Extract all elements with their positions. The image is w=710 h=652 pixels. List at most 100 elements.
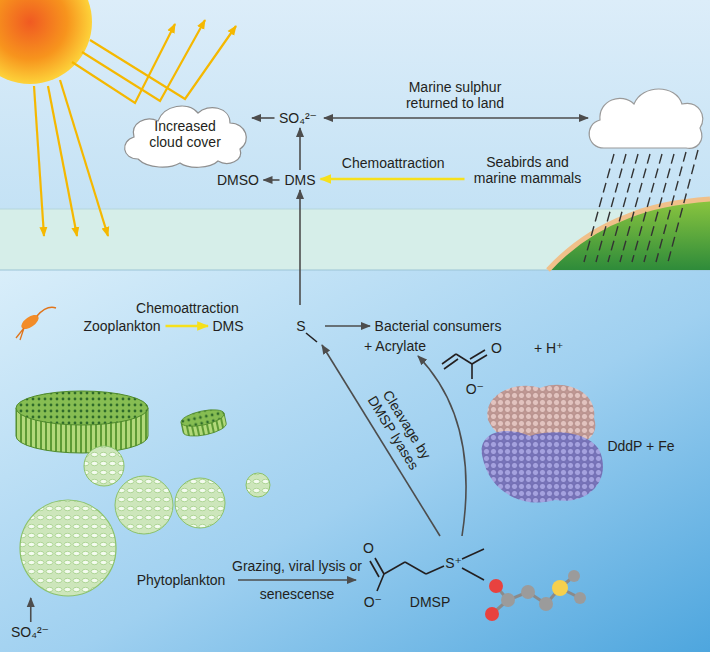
dddp-protein <box>482 385 603 503</box>
sulfur-ball <box>552 580 568 596</box>
bond <box>462 568 484 580</box>
copepod-tail <box>16 328 24 340</box>
incoming-ray <box>34 86 44 236</box>
label-holder: O⁻ <box>363 594 383 610</box>
coccolithophore <box>20 500 116 596</box>
compound-node: SO₄²⁻ <box>275 108 322 128</box>
node-text: DMSP <box>407 594 453 610</box>
copepod <box>16 307 56 340</box>
node-text: SO₄²⁻ <box>11 624 50 640</box>
node-text: Increased cloud cover <box>139 118 231 150</box>
compound-node: DMSO <box>213 170 264 190</box>
rain-streak <box>656 152 686 262</box>
rain-streak <box>668 150 698 262</box>
label-holder: Marine sulphur returned to land <box>395 79 516 111</box>
flow-note: Marine sulphur returned to land <box>395 79 515 111</box>
label-holder: O <box>363 540 375 556</box>
reflected-ray <box>90 26 236 99</box>
incoming-ray <box>48 86 77 236</box>
rain-streak <box>644 154 674 262</box>
flow-arrow <box>299 128 301 170</box>
model-sticks <box>492 576 580 614</box>
edge-label: Chemoattraction <box>341 155 445 171</box>
dmsp-ball-model <box>485 570 586 621</box>
edge-label-holder: Chemoattraction <box>341 155 445 171</box>
atom-label: S⁺ <box>445 555 463 571</box>
compound-node: DMS <box>280 170 321 190</box>
carbon-ball <box>568 570 580 582</box>
carbon-ball <box>574 592 586 604</box>
node-text: + Acrylate <box>364 338 427 354</box>
node-text: SO₄²⁻ <box>279 110 318 126</box>
organism-node: Phytoplankton <box>8 385 238 598</box>
atom-label: O⁻ <box>465 381 485 397</box>
dmsp-structure <box>370 549 484 591</box>
rain-streak <box>584 154 614 262</box>
node-text: DMS <box>210 318 246 334</box>
coccolithophore <box>246 473 270 497</box>
reflected-ray <box>82 20 205 101</box>
node-text: Seabirds and marine mammals <box>469 154 587 186</box>
label-holder: S⁺ <box>445 555 463 571</box>
organism-node: Bacterial consumers <box>370 316 506 336</box>
diatom <box>180 407 228 440</box>
cloud-node: Increased cloud cover <box>118 97 252 171</box>
bond <box>444 359 458 369</box>
edge-label-holder: Chemoattraction <box>135 300 239 316</box>
organism-node: Seabirds and marine mammals <box>465 152 592 188</box>
atom-label: O <box>491 340 503 356</box>
flow-arrow <box>322 345 440 536</box>
product-label: + H⁺ <box>533 340 564 356</box>
organism-node: Zooplankton <box>79 316 166 336</box>
bond <box>456 354 472 364</box>
compound-node: + Acrylate <box>360 336 431 356</box>
carbon-ball <box>501 593 515 607</box>
coccolithophore <box>84 446 124 486</box>
node-text: DMS <box>284 172 317 188</box>
compound-node: SO₄²⁻ <box>7 622 54 642</box>
flow-arrow <box>30 598 32 622</box>
copepod-antenna <box>37 307 56 316</box>
flow-arrow <box>264 179 280 181</box>
ocean <box>0 270 710 652</box>
edge-label: Grazing, viral lysis or senescense <box>232 552 362 608</box>
node-text: Bacterial consumers <box>374 318 502 334</box>
rain-streak <box>608 154 638 262</box>
bond <box>306 333 317 342</box>
diatom-top <box>180 407 226 430</box>
atom-label: S <box>295 318 306 334</box>
cloud-outline <box>125 106 247 167</box>
label-holder: O⁻ <box>465 381 485 397</box>
flow-arrow <box>325 325 370 327</box>
label-holder: O <box>491 340 503 356</box>
node-text: Zooplankton <box>83 318 162 334</box>
flow-arrow <box>252 117 275 119</box>
sky <box>0 0 710 209</box>
bond <box>384 562 405 574</box>
rain-streak <box>620 154 650 262</box>
carbon-ball <box>521 585 535 599</box>
flow-arrow <box>299 190 301 305</box>
label-holder: + H⁺ <box>533 340 564 356</box>
enzyme-label: DddP + Fe <box>606 438 675 454</box>
rain-streak <box>632 154 662 262</box>
incoming-ray <box>60 80 108 236</box>
node-text: Phytoplankton <box>131 572 231 588</box>
label-holder: S <box>295 318 306 334</box>
bond <box>377 574 384 591</box>
bond <box>470 350 485 359</box>
shore <box>548 199 710 270</box>
carbon-ball <box>539 597 553 611</box>
bond <box>462 549 484 559</box>
diatom <box>16 391 148 425</box>
bond <box>471 364 473 379</box>
bond <box>370 561 379 577</box>
atom-label: O⁻ <box>363 594 383 610</box>
phytoplankton-cells <box>16 391 270 596</box>
label-holder: DddP + Fe <box>606 438 675 454</box>
atom-label: O <box>363 540 375 556</box>
attraction-arrow <box>321 178 465 181</box>
rain-streak <box>596 154 626 262</box>
oxygen-ball <box>485 607 499 621</box>
